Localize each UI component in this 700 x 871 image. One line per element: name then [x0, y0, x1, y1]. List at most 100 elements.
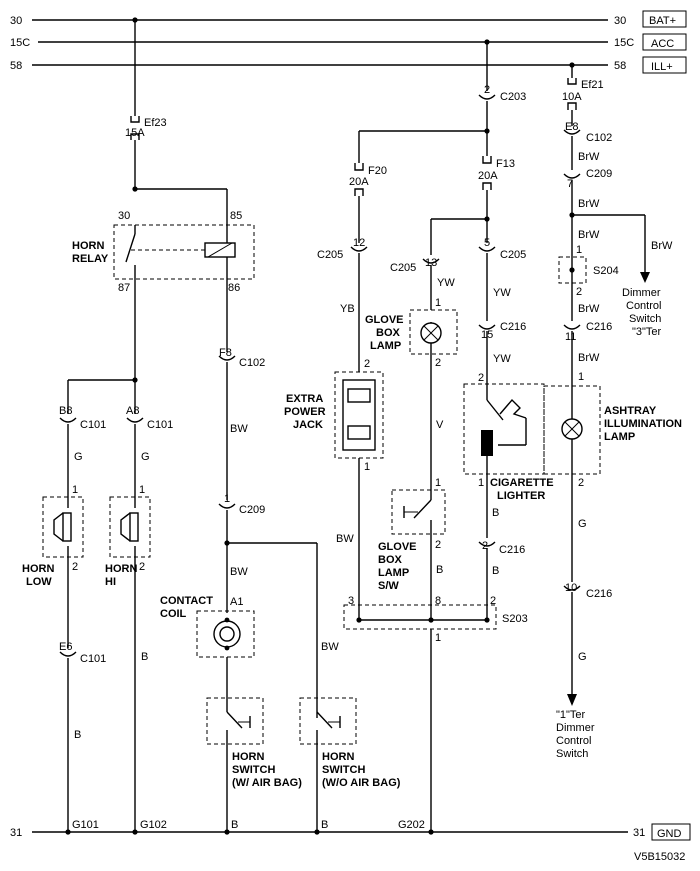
wire-brw-2: BrW [578, 198, 600, 210]
splice-s204: 1 2 S204 [558, 244, 619, 298]
glove-sw-label-4: S/W [378, 580, 399, 592]
conn-e6-name: C101 [80, 653, 106, 665]
acc-tag: ACC [651, 38, 674, 50]
horn-low-pin1: 1 [72, 484, 78, 496]
horn-hi-pin1: 1 [139, 484, 145, 496]
ashtray-label-2: ILLUMINATION [604, 418, 682, 430]
glove-sw-pin1: 1 [435, 477, 441, 489]
wire-yw-glove: YW [437, 277, 455, 289]
fuse-ef21: Ef21 10A [562, 78, 604, 110]
wire-yw-c216: YW [493, 353, 511, 365]
horn-switch-noab-label-1: HORN [322, 751, 354, 763]
conn-f8-name: C102 [239, 357, 265, 369]
connector-7-c209: 7 C209 [563, 168, 612, 190]
fuse-ef21-rating: 10A [562, 91, 582, 103]
glove-box-lamp: 1 2 GLOVE BOX LAMP [365, 297, 458, 369]
ground-g202: G202 [398, 819, 425, 831]
lighter-label-2: LIGHTER [497, 490, 545, 502]
glove-lamp-pin1: 1 [435, 297, 441, 309]
s204-label: S204 [593, 265, 619, 277]
connector-b8-c101: B8 C101 [59, 405, 106, 431]
conn-c205b-pin: 13 [425, 257, 437, 269]
rail-58-right-label: 58 [614, 60, 626, 72]
wire-brw-5: BrW [578, 352, 600, 364]
connector-1-c209: 1 C209 [218, 493, 265, 516]
wire-bw-horn: BW [230, 423, 248, 435]
rail-58-left-label: 58 [10, 60, 22, 72]
horn-low: 1 2 HORN LOW [22, 484, 84, 588]
horn-relay: 30 85 87 86 HORN RELAY [72, 210, 255, 294]
connector-f8-c102: F8 C102 [218, 347, 265, 369]
wire-g-ashtray: G [578, 518, 587, 530]
horn-hi-label-1: HORN [105, 563, 137, 575]
conn-c205c-name: C205 [500, 249, 526, 261]
fuse-ef23: Ef23 15A [125, 116, 167, 140]
conn-e8-name: C102 [586, 132, 612, 144]
drawing-id: V5B15032 [634, 851, 685, 863]
connector-5-c205: 5 C205 [478, 237, 526, 261]
dimmer3-label-3: Switch [629, 313, 661, 325]
ashtray-illumination-lamp: 1 2 ASHTRAY ILLUMINATION LAMP [543, 371, 682, 489]
conn-c205a-name: C205 [317, 249, 343, 261]
conn-c205a-pin: 12 [353, 237, 365, 249]
wire-bw-jack: BW [336, 533, 354, 545]
horn-switch-airbag: HORN SWITCH (W/ AIR BAG) [206, 697, 302, 832]
s203-pin3: 3 [348, 595, 354, 607]
horn-switch-ab-label-1: HORN [232, 751, 264, 763]
conn-e8-pin: E8 [565, 121, 578, 133]
glove-sw-label-2: BOX [378, 554, 403, 566]
rail-30-right-label: 30 [614, 15, 626, 27]
horn-switch-noab-label-2: SWITCH [322, 764, 365, 776]
wire-brw-dimmer3: BrW [651, 240, 673, 252]
ashtray-label-3: LAMP [604, 431, 635, 443]
rail-31: 31 31 GND [10, 823, 691, 841]
lighter-pin2: 2 [478, 372, 484, 384]
s203-pin2: 2 [490, 595, 496, 607]
s203-label: S203 [502, 613, 528, 625]
conn-c209a-name: C209 [586, 168, 612, 180]
horn-switch-noab-label-3: (W/O AIR BAG) [322, 777, 401, 789]
jack-pin-1: 1 [364, 461, 370, 473]
rail-58: 58 58 ILL+ [10, 56, 687, 74]
ashtray-pin2: 2 [578, 477, 584, 489]
wire-b-hornhi: B [141, 651, 148, 663]
wire-yb: YB [340, 303, 355, 315]
wire-yw-c205: YW [493, 287, 511, 299]
conn-c205c-pin: 5 [484, 237, 490, 249]
ill-tag: ILL+ [651, 61, 673, 73]
ground-g102: G102 [140, 819, 167, 831]
wire-b-hornlow: B [74, 729, 81, 741]
conn-c216c-pin: 2 [482, 540, 488, 552]
relay-pin-87: 87 [118, 282, 130, 294]
contact-coil-label-2: COIL [160, 608, 187, 620]
glove-box-lamp-switch: 1 2 GLOVE BOX LAMP S/W [378, 477, 446, 620]
wire-brw-3: BrW [578, 229, 600, 241]
horn-hi: 1 2 HORN HI [105, 484, 151, 588]
relay-title-2: RELAY [72, 253, 109, 265]
rail-31-left-label: 31 [10, 827, 22, 839]
lighter-pin1: 1 [478, 477, 484, 489]
conn-c209b-name: C209 [239, 504, 265, 516]
connector-a8-c101: A8 C101 [126, 405, 173, 431]
dimmer-switch-1ter: "1"Ter Dimmer Control Switch [556, 709, 595, 760]
wire-g-hornhi: G [141, 451, 150, 463]
glove-sw-pin2: 2 [435, 539, 441, 551]
s204-pin1: 1 [576, 244, 582, 256]
jack-label-1: EXTRA [286, 393, 323, 405]
conn-c209a-pin: 7 [567, 178, 573, 190]
connector-11-c216: 11 C216 [563, 321, 612, 343]
conn-c205b-name: C205 [390, 262, 416, 274]
horn-low-label-2: LOW [26, 576, 52, 588]
rail-15c: 15C 15C ACC [10, 33, 687, 51]
extra-power-jack: 2 1 EXTRA POWER JACK [284, 358, 384, 473]
relay-title-1: HORN [72, 240, 104, 252]
contact-coil-label-1: CONTACT [160, 595, 213, 607]
s203-pin1: 1 [435, 632, 441, 644]
wire-bw-noab: BW [321, 641, 339, 653]
contact-coil: CONTACT COIL A1 [160, 595, 255, 658]
fuse-f20: F20 20A [349, 163, 387, 196]
connector-e6-c101: E6 C101 [59, 641, 106, 665]
connector-13-c205: 13 C205 [390, 257, 440, 274]
horn-low-pin2: 2 [72, 561, 78, 573]
